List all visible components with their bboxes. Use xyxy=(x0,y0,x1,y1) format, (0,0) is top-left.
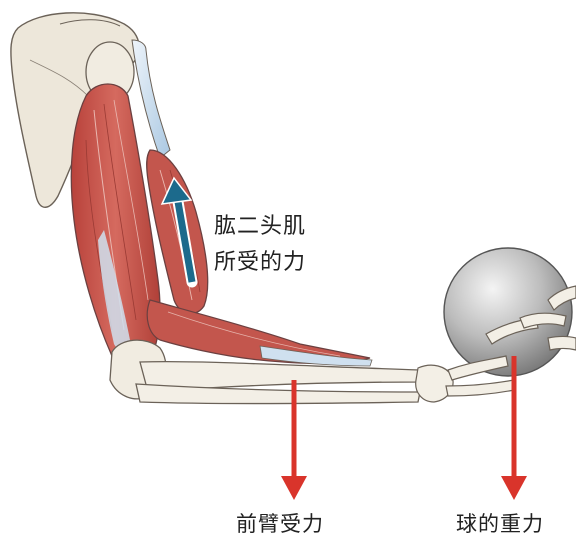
ball-gravity-label: 球的重力 xyxy=(456,508,544,538)
biceps-tendon-upper xyxy=(132,40,170,158)
biceps-force-label-line2: 所受的力 xyxy=(214,244,306,276)
ulna-bone xyxy=(136,384,420,404)
biceps-force-label-line1: 肱二头肌 xyxy=(214,208,306,240)
arrow-down-icon xyxy=(501,476,527,500)
forearm-force-label: 前臂受力 xyxy=(236,508,324,538)
arrow-down-icon xyxy=(281,476,307,500)
forearm-muscle xyxy=(147,300,370,364)
ball-gravity-arrow xyxy=(501,356,527,500)
ball xyxy=(444,248,572,376)
